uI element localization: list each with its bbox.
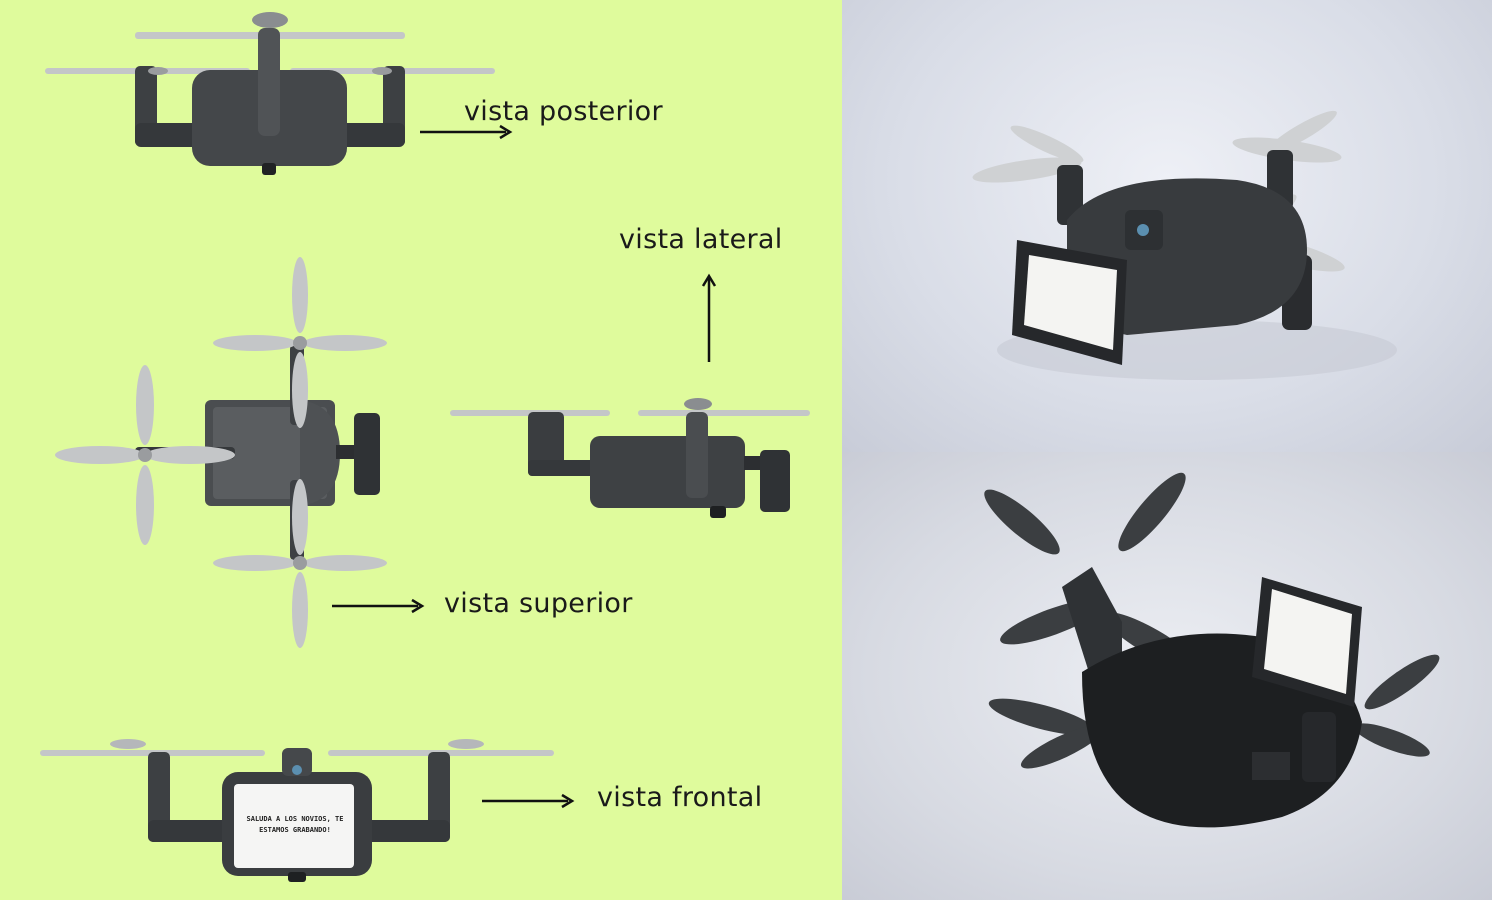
orthographic-views-panel: vista posterior vista lateral: [40, 12, 810, 882]
arrow-up-icon: [701, 273, 717, 362]
drone-top-view: [55, 257, 387, 648]
arrow-right-icon: [420, 124, 513, 140]
front-screen-text: SALUDA A LOS NOVIOS, TE ESTAMOS GRABANDO…: [236, 814, 354, 836]
arrow-right-icon: [482, 793, 575, 809]
drone-render-front: [972, 110, 1397, 380]
screen-line-1: SALUDA A LOS NOVIOS, TE: [246, 815, 344, 823]
arrow-right-icon: [332, 598, 425, 614]
drone-rear-view: [45, 12, 495, 175]
drone-front-view: [40, 739, 554, 882]
label-vista-frontal: vista frontal: [597, 782, 763, 813]
render-perspective-front: [842, 0, 1492, 452]
render-panel: [842, 0, 1492, 900]
label-vista-lateral: vista lateral: [619, 224, 783, 255]
drone-side-view: [450, 398, 810, 518]
label-vista-posterior: vista posterior: [464, 96, 663, 127]
label-vista-superior: vista superior: [444, 588, 633, 619]
screen-line-2: ESTAMOS GRABANDO!: [259, 826, 331, 834]
render-perspective-below: [842, 452, 1492, 900]
drone-render-below: [984, 472, 1440, 828]
